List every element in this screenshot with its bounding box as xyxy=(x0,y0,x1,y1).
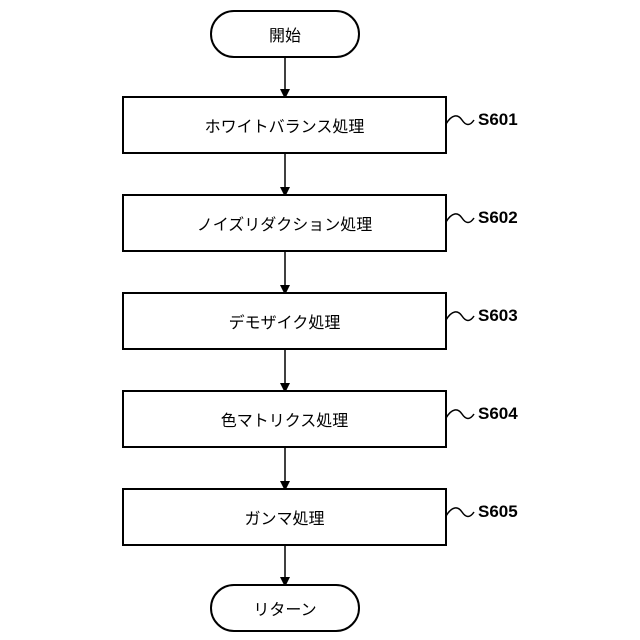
leader-s605 xyxy=(446,508,474,517)
step-id-s603: S603 xyxy=(478,306,518,326)
process-label-s603: デモザイク処理 xyxy=(229,309,341,333)
step-id-s604: S604 xyxy=(478,404,518,424)
leader-s601 xyxy=(446,116,474,125)
process-box-s603: デモザイク処理 xyxy=(122,292,447,350)
process-label-s602: ノイズリダクション処理 xyxy=(197,211,373,235)
start-label: 開始 xyxy=(269,22,301,46)
step-id-s602: S602 xyxy=(478,208,518,228)
process-label-s601: ホワイトバランス処理 xyxy=(205,113,365,137)
leader-s604 xyxy=(446,410,474,419)
process-label-s604: 色マトリクス処理 xyxy=(221,407,349,431)
process-label-s605: ガンマ処理 xyxy=(244,505,324,529)
process-box-s602: ノイズリダクション処理 xyxy=(122,194,447,252)
leader-s603 xyxy=(446,312,474,321)
end-terminal: リターン xyxy=(210,584,360,632)
process-box-s605: ガンマ処理 xyxy=(122,488,447,546)
leader-s602 xyxy=(446,214,474,223)
step-id-s605: S605 xyxy=(478,502,518,522)
end-label: リターン xyxy=(253,596,316,620)
start-terminal: 開始 xyxy=(210,10,360,58)
step-id-s601: S601 xyxy=(478,110,518,130)
process-box-s601: ホワイトバランス処理 xyxy=(122,96,447,154)
process-box-s604: 色マトリクス処理 xyxy=(122,390,447,448)
